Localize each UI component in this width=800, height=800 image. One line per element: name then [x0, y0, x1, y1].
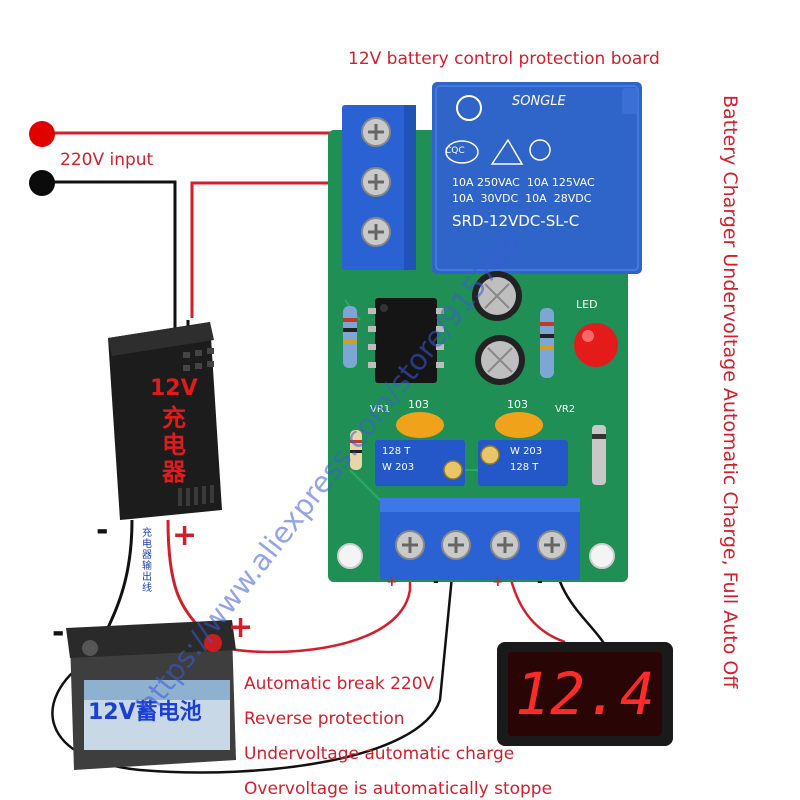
input-terminal-block [342, 105, 416, 270]
vr1-label: VR1 [370, 404, 391, 415]
relay-rating-2: 10A 30VDC 10A 28VDC [452, 192, 592, 205]
ceramic-cap-1 [396, 412, 444, 438]
charger-plus: + [172, 518, 198, 553]
battery-plus: + [228, 610, 254, 645]
cap2-label: 103 [507, 398, 528, 411]
diode [592, 425, 606, 485]
term-minus-2: - [537, 574, 543, 590]
relay-rating-1: 10A 250VAC 10A 125VAC [452, 176, 595, 189]
pot2-text-b: 128 T [510, 462, 539, 473]
board-title: 12V battery control protection board [348, 49, 660, 69]
ceramic-cap-2 [495, 412, 543, 438]
relay-model: SRD-12VDC-SL-C [452, 212, 580, 230]
term-minus-1: - [433, 574, 439, 590]
capacitor-top [472, 271, 522, 321]
feature-4: Overvoltage is automatically stoppe [244, 779, 553, 799]
input-live-dot [29, 121, 55, 147]
battery-board-wires [51, 544, 457, 774]
feature-1: Automatic break 220V [244, 674, 435, 694]
input-neutral-dot [29, 170, 55, 196]
resistor-right [540, 308, 554, 378]
term-plus-1: + [386, 574, 398, 590]
pot2-text: W 203 [510, 446, 543, 457]
ic-chip [368, 298, 444, 383]
battery-label: 12V蓄电池 [88, 700, 202, 725]
charger-minus: - [96, 513, 109, 548]
led [574, 323, 618, 367]
led-label: LED [576, 298, 598, 311]
resistor-small [350, 430, 362, 470]
charger-name: 充电器 [162, 404, 186, 486]
charger-output-note: 充电器输出线 [142, 528, 152, 594]
vr2-label: VR2 [555, 404, 576, 415]
relay [432, 82, 642, 274]
input-wires [45, 131, 375, 330]
input-label: 220V input [60, 150, 154, 170]
relay-brand: SONGLE [512, 94, 566, 109]
pot1-text: 128 T [382, 446, 411, 457]
charger-voltage: 12V [150, 376, 198, 401]
resistor-left [343, 306, 357, 368]
battery-minus: - [52, 615, 65, 650]
feature-3: Undervoltage automatic charge [244, 744, 515, 764]
battery [66, 620, 236, 770]
capacitor-bottom [475, 335, 525, 385]
potentiometer-vr1 [375, 440, 465, 486]
term-plus-2: + [492, 574, 504, 590]
side-title: Battery Charger Undervoltage Automatic C… [719, 95, 741, 689]
relay-cert: CQC [445, 146, 465, 156]
voltmeter-reading: 12.4 [515, 660, 655, 728]
potentiometer-vr2 [478, 440, 568, 486]
charger [108, 322, 222, 520]
feature-2: Reverse protection [244, 709, 405, 729]
output-terminal-block [380, 498, 580, 580]
voltmeter [497, 642, 673, 746]
pot1-text-b: W 203 [382, 462, 415, 473]
cap1-label: 103 [408, 398, 429, 411]
